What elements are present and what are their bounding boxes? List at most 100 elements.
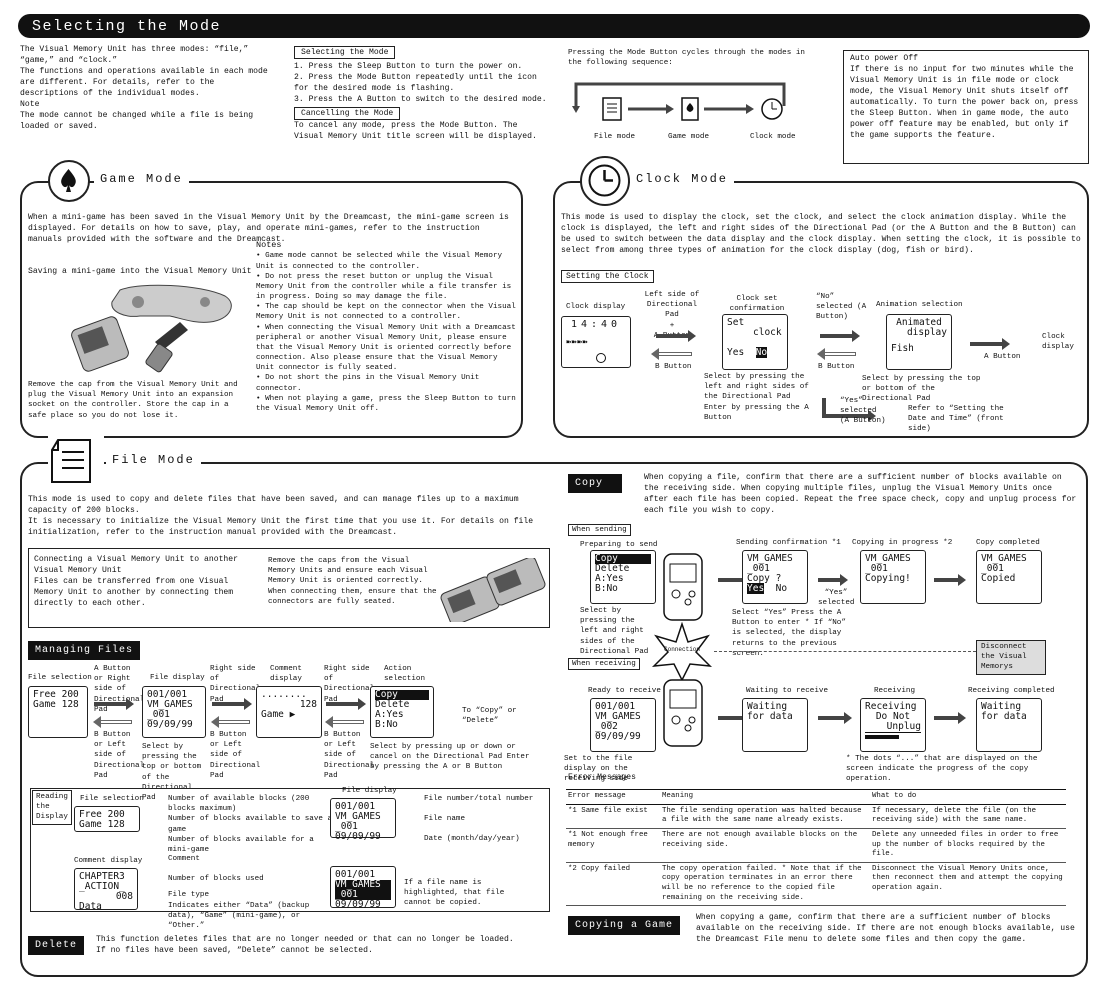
reading-file-selection-label: File selection xyxy=(80,795,144,803)
auto-power-title: Auto power Off xyxy=(850,54,918,63)
reading-file-number: File number/total number xyxy=(424,795,534,803)
reading-comment: Comment xyxy=(168,855,200,863)
copying-game-title: Copying a Game xyxy=(568,916,681,936)
reading-r1: Number of available blocks (200 blocks m… xyxy=(168,795,310,814)
sc-yes: Yes xyxy=(747,582,765,594)
yes-selected-label: “Yes” selected (A Button) xyxy=(840,397,886,426)
err-cell: *2 Copy failed xyxy=(566,862,660,907)
set-clock-line2: clock xyxy=(753,326,782,338)
mf-arrow-left-2 xyxy=(211,716,250,728)
reading-box xyxy=(30,788,550,912)
action-bno: B:No xyxy=(375,718,398,730)
file-name: VM_GAMES xyxy=(147,698,193,710)
reading-title: Reading the Display xyxy=(32,790,72,825)
comment-type: Game xyxy=(261,708,284,720)
err-header-2: Meaning xyxy=(660,789,870,805)
anim-line2: display xyxy=(906,326,947,338)
receiving-completed-label: Receiving completed xyxy=(968,687,1055,695)
clock-set-note: Select by pressing the left and right si… xyxy=(704,373,809,422)
file-selection-label: File selection xyxy=(28,674,92,682)
animation-lcd: Animated display Fish xyxy=(886,314,952,370)
reading-file-name: File name xyxy=(424,815,466,824)
vmu-device-receiving xyxy=(663,679,703,747)
copy-progress-label: Copying in progress *2 xyxy=(852,539,953,547)
rd-number: 001/001 xyxy=(595,701,636,712)
recv-arrow-3 xyxy=(934,712,966,724)
action-lcd: Copy Delete A:Yes B:No xyxy=(370,686,434,738)
err-cell: *1 Same file exist xyxy=(566,804,660,829)
step-2b: for the desired mode is flashing. xyxy=(294,84,455,93)
err-cell: If necessary, delete the file (on the re… xyxy=(870,804,1066,829)
ready-label: Ready to receive xyxy=(588,687,661,695)
free-blocks: Free 200 xyxy=(33,689,79,700)
copying-game-text: When copying a game, confirm that there … xyxy=(696,913,1075,944)
action-note: Select by pressing up or down or cancel … xyxy=(370,743,530,772)
b-or-left-label-2: B Button or Left side of Directional Pad xyxy=(210,731,261,780)
saving-label: Saving a mini-game into the Visual Memor… xyxy=(28,267,252,276)
anim-note: Select by pressing the top or bottom of … xyxy=(862,375,981,404)
waiting-line1: Waiting xyxy=(747,701,788,712)
b-button-label: B Button xyxy=(655,363,692,371)
cc-name: VM_GAMES xyxy=(981,553,1027,564)
note-item: • Game mode cannot be selected while the… xyxy=(256,252,503,271)
err-cell: The file sending operation was halted be… xyxy=(660,804,870,829)
waiting-label: Waiting to receive xyxy=(746,687,829,695)
reading-fd3: _001 xyxy=(335,820,358,832)
err-cell: Delete any unneeded files in order to fr… xyxy=(870,828,1066,863)
cp-name2: _001 xyxy=(865,562,888,574)
delete-title: Delete xyxy=(28,936,85,956)
intro-p2: The functions and operations available i… xyxy=(20,67,268,98)
prep-copy: Copy xyxy=(595,554,651,564)
error-messages-title: Error Messages xyxy=(568,773,636,782)
copy-completed-label: Copy completed xyxy=(976,539,1040,547)
file-mode-panel xyxy=(20,462,1088,977)
no-selected-label: “No” selected (A Button) xyxy=(816,293,867,322)
connected-vmu-illustration xyxy=(440,558,546,622)
cc-copied: Copied xyxy=(981,572,1016,584)
preparing-label: Preparing to send xyxy=(580,541,658,549)
table-row: *2 Copy failed The copy operation failed… xyxy=(566,862,1066,907)
select-lr-note: Select by pressing the left and right si… xyxy=(580,607,649,656)
rc-line1: Waiting xyxy=(981,701,1022,712)
reading-fd2: VM_GAMES xyxy=(335,810,381,822)
sc-copyq: Copy ? xyxy=(747,572,782,584)
clock-display-label: Clock display xyxy=(566,303,626,311)
action-delete: Delete xyxy=(375,698,410,710)
reading-comment-desc: Comment Number of blocks used File type … xyxy=(168,854,334,931)
b-button-label-2: B Button xyxy=(818,363,855,371)
clock-set-lcd: Set clock Yes No xyxy=(722,314,788,370)
waiting-line2: for data xyxy=(747,710,793,722)
comment-dots: ........ xyxy=(261,689,307,700)
reading-file-lcd: Free 200 Game 128 xyxy=(74,806,140,832)
table-row: *1 Not enough free memory There are not … xyxy=(566,828,1066,863)
mf-arrow-right-1 xyxy=(94,698,134,710)
cycle-label-game: Game mode xyxy=(668,133,710,141)
error-table-header: Error message Meaning What to do xyxy=(566,789,1066,805)
note-text: The mode cannot be changed while a file … xyxy=(20,111,254,131)
reading-free: Free 200 xyxy=(79,809,125,820)
connection-label: Connection xyxy=(664,646,701,653)
arrow-right xyxy=(656,330,696,342)
intro: The Visual Memory Unit has three modes: … xyxy=(20,44,270,132)
set-to-file-note: Set to the file display on the receiving… xyxy=(564,755,633,784)
note-item: • The cap should be kept on the connecto… xyxy=(256,303,516,322)
reading-hl1: 001/001 xyxy=(335,869,376,880)
clock-mode-title: Clock Mode xyxy=(630,172,735,188)
arrow-left-2 xyxy=(817,348,856,360)
no-option: No xyxy=(755,346,768,358)
fish-option: Fish xyxy=(891,342,914,354)
error-table: Error message Meaning What to do *1 Same… xyxy=(566,789,1066,907)
prep-delete: Delete xyxy=(595,562,630,574)
action-ayes: A:Yes xyxy=(375,708,404,720)
arrow-right-3 xyxy=(970,338,1010,350)
note-item: • When not playing a game, press the Sle… xyxy=(256,394,516,413)
when-receiving-label: When receiving xyxy=(568,658,640,671)
reading-fd-desc: File number/total number File name Date … xyxy=(424,794,542,845)
managing-files-title: Managing Files xyxy=(28,641,141,661)
send-confirm-label: Sending confirmation *1 xyxy=(736,539,841,547)
file-date: 09/09/99 xyxy=(147,718,193,730)
reading-c2: _ACTION_ xyxy=(79,880,125,892)
reading-date: Date (month/day/year) xyxy=(424,835,520,844)
file-display-label: File display xyxy=(150,674,205,682)
clock-icon xyxy=(580,156,630,206)
